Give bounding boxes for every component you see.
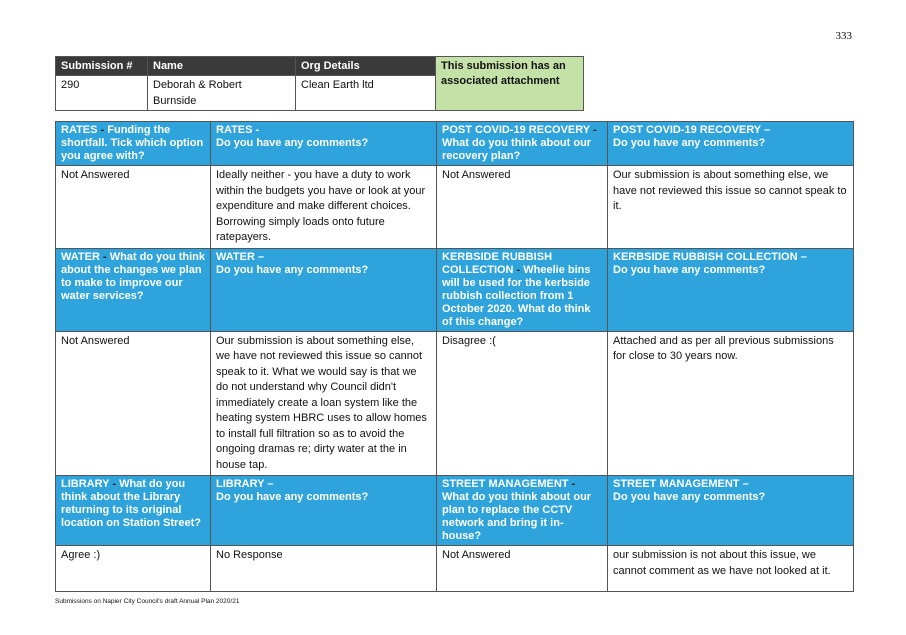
question-text: What do you think about our recovery pla… <box>442 137 592 162</box>
question-row: RATES - Funding the shortfall. Tick whic… <box>55 121 854 166</box>
question-row: WATER - What do you think about the chan… <box>55 247 854 332</box>
question-separator: - <box>513 263 524 276</box>
attachment-note: This submission has an associated attach… <box>435 56 584 111</box>
question-text: Do you have any comments? <box>613 137 766 149</box>
question-cell: WATER –Do you have any comments? <box>210 247 437 332</box>
question-text: What do you think about our plan to repl… <box>442 491 592 542</box>
questions-table: RATES - Funding the shortfall. Tick whic… <box>55 121 854 592</box>
question-label: KERBSIDE RUBBISH COLLECTION – <box>613 250 807 263</box>
question-separator: - <box>568 478 576 490</box>
question-text: Do you have any comments? <box>216 491 369 503</box>
question-text: Do you have any comments? <box>216 263 369 276</box>
question-label: WATER <box>61 250 100 263</box>
question-text: What do you think about the Library retu… <box>61 478 201 529</box>
footer-text: Submissions on Napier City Council's dra… <box>55 598 240 605</box>
question-text: Wheelie bins will be used for the kerbsi… <box>442 263 591 328</box>
question-text: Do you have any comments? <box>613 263 766 276</box>
question-label: KERBSIDE RUBBISH COLLECTION <box>442 250 553 276</box>
answer-cell: Not Answered <box>55 330 211 476</box>
question-label: STREET MANAGEMENT <box>442 478 569 490</box>
question-label: RATES <box>61 124 98 136</box>
question-row: LIBRARY - What do you think about the Li… <box>55 475 854 546</box>
header-name: Name <box>147 56 296 76</box>
answer-cell: Not Answered <box>436 545 608 592</box>
answer-cell: Not Answered <box>436 165 608 249</box>
question-cell: STREET MANAGEMENT –Do you have any comme… <box>607 475 854 546</box>
question-cell: KERBSIDE RUBBISH COLLECTION –Do you have… <box>607 247 854 332</box>
question-text: Funding the shortfall. Tick which option… <box>61 124 204 162</box>
answer-cell: No Response <box>210 545 437 592</box>
question-separator: - <box>99 250 110 263</box>
answer-cell: Ideally neither - you have a duty to wor… <box>210 165 437 249</box>
header-submission-number: Submission # <box>55 56 148 76</box>
question-cell: LIBRARY –Do you have any comments? <box>210 475 437 546</box>
answer-cell: Attached and as per all previous submiss… <box>607 330 854 476</box>
question-cell: POST COVID-19 RECOVERY –Do you have any … <box>607 121 854 166</box>
question-cell: KERBSIDE RUBBISH COLLECTION - Wheelie bi… <box>436 247 608 332</box>
question-label: POST COVID-19 RECOVERY – <box>613 124 771 136</box>
answer-cell: Our submission is about something else, … <box>607 165 854 249</box>
question-label: RATES - <box>216 124 260 136</box>
answer-cell: Agree :) <box>55 545 211 592</box>
question-label: LIBRARY <box>61 478 110 490</box>
submitter-name-line1: Deborah & Robert <box>153 79 242 91</box>
question-label: WATER – <box>216 250 265 263</box>
question-separator: - <box>589 124 597 136</box>
org-details: Clean Earth ltd <box>295 75 436 111</box>
answer-cell: Not Answered <box>55 165 211 249</box>
header-org-details: Org Details <box>295 56 436 76</box>
question-cell: STREET MANAGEMENT - What do you think ab… <box>436 475 608 546</box>
question-separator: - <box>109 478 120 490</box>
question-cell: POST COVID-19 RECOVERY - What do you thi… <box>436 121 608 166</box>
submitter-name-line2: Burnside <box>153 95 197 107</box>
question-label: STREET MANAGEMENT – <box>613 478 749 490</box>
question-label: LIBRARY – <box>216 478 274 490</box>
question-text: Do you have any comments? <box>216 137 369 149</box>
question-label: POST COVID-19 RECOVERY <box>442 124 590 136</box>
question-text: Do you have any comments? <box>613 491 766 503</box>
question-cell: RATES - Funding the shortfall. Tick whic… <box>55 121 211 166</box>
submission-table: Submission # Name Org Details This submi… <box>55 56 584 111</box>
answer-cell: our submission is not about this issue, … <box>607 545 854 592</box>
page-number: 333 <box>835 30 853 42</box>
question-cell: WATER - What do you think about the chan… <box>55 247 211 332</box>
answer-cell: Our submission is about something else, … <box>210 330 437 476</box>
question-cell: RATES -Do you have any comments? <box>210 121 437 166</box>
submission-number: 290 <box>55 75 148 111</box>
question-separator: - <box>97 124 108 136</box>
answer-cell: Disagree :( <box>436 330 608 476</box>
question-cell: LIBRARY - What do you think about the Li… <box>55 475 211 546</box>
question-text: What do you think about the changes we p… <box>61 250 206 302</box>
